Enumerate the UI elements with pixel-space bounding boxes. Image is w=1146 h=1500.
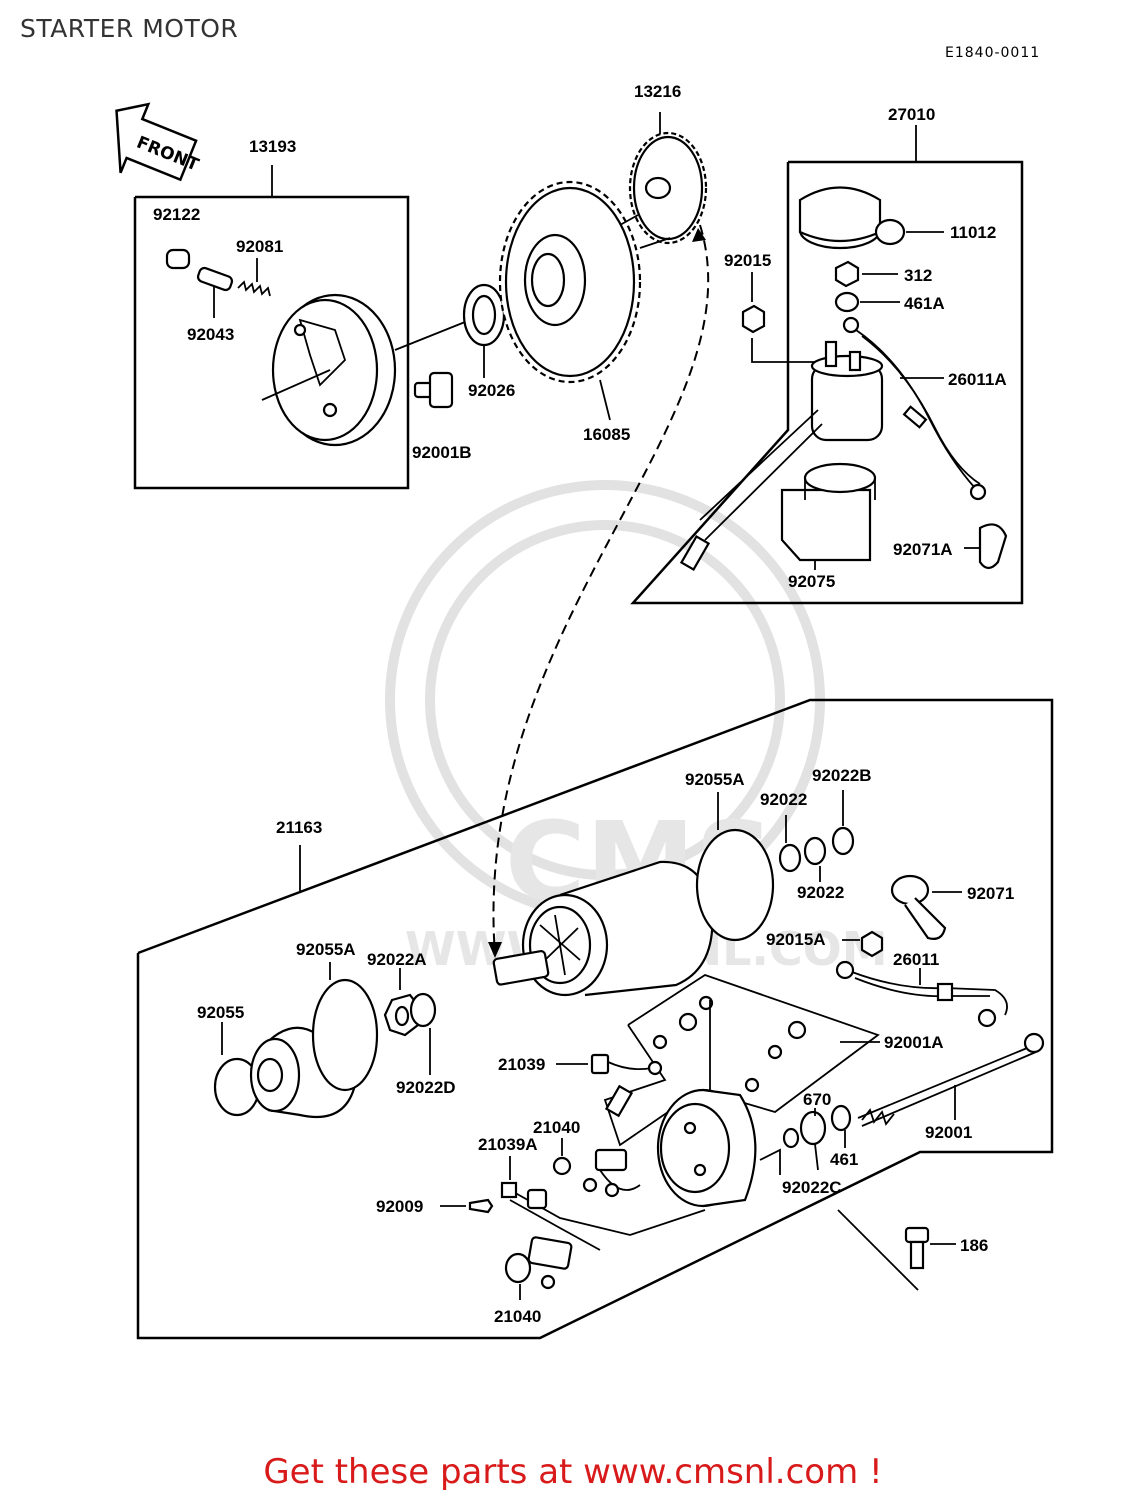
part-92009-screw (440, 1198, 494, 1214)
label-670: 670 (803, 1090, 831, 1109)
connector-arrow-top (692, 228, 706, 242)
front-arrow-icon: FRONT (115, 102, 202, 182)
connector-arc (492, 224, 710, 956)
connector-arrow-bottom (488, 942, 502, 958)
part-92022A-washer (383, 968, 437, 1075)
label-92022D: 92022D (396, 1078, 456, 1097)
part-670-461-washers (782, 1104, 852, 1171)
label-92071A: 92071A (893, 540, 953, 559)
label-92055: 92055 (197, 1003, 244, 1022)
label-16085: 16085 (583, 425, 630, 444)
part-26011-lead (835, 960, 1008, 1028)
label-21040-a: 21040 (533, 1118, 580, 1137)
label-21163: 21163 (276, 818, 322, 837)
box-27010 (630, 125, 1024, 605)
part-461A-washer (834, 291, 900, 313)
part-92055A-oring-top (695, 792, 775, 942)
box-21163 (136, 698, 1054, 1340)
part-92026-washer (462, 283, 506, 378)
label-92022C: 92022C (782, 1178, 842, 1197)
label-92043: 92043 (187, 325, 234, 344)
part-312-nut (834, 260, 898, 288)
part-rear-end-cover (656, 1000, 781, 1208)
part-92071-cap (890, 874, 962, 940)
part-92075-bracket (780, 462, 877, 570)
part-27010-solenoid (679, 340, 884, 571)
label-92015A: 92015A (766, 930, 826, 949)
part-26011A-lead (842, 316, 987, 501)
label-92055A: 92055A (296, 940, 356, 959)
label-461A: 461A (904, 294, 945, 313)
part-92071A-cap (964, 523, 1008, 570)
part-92043-pin (196, 266, 234, 318)
label-92075: 92075 (788, 572, 835, 591)
part-13193-clutch-housing (261, 293, 471, 447)
label-21039: 21039 (498, 1055, 545, 1074)
part-21039-brush-holder (556, 1053, 663, 1118)
label-92026: 92026 (468, 381, 515, 400)
part-21040-brush-lower (504, 1236, 573, 1300)
part-92055A-oring (311, 962, 379, 1092)
part-92015A-nut (842, 930, 884, 958)
label-92022B: 92022B (812, 766, 872, 785)
label-92022-a: 92022 (760, 790, 807, 809)
label-186: 186 (960, 1236, 988, 1255)
part-21039A-holder (500, 1156, 548, 1210)
part-13216-gear (619, 112, 708, 249)
label-27010: 27010 (888, 105, 935, 124)
label-461: 461 (830, 1150, 858, 1169)
label-26011: 26011 (893, 950, 939, 969)
part-92022-washers-top (778, 790, 855, 882)
label-92001: 92001 (925, 1123, 972, 1142)
label-92081: 92081 (236, 237, 283, 256)
label-92055A-top: 92055A (685, 770, 745, 789)
label-26011A: 26011A (948, 370, 1007, 389)
part-92122-pin (165, 248, 191, 270)
footer-link[interactable]: Get these parts at www.cmsnl.com ! (263, 1452, 883, 1492)
part-labels: 13193 92122 92081 92043 92026 92001B 160… (153, 82, 1014, 1326)
part-16085-gear (498, 180, 642, 421)
part-92081-spring (237, 258, 271, 297)
label-312: 312 (904, 266, 932, 285)
label-92015: 92015 (724, 251, 771, 270)
label-92071: 92071 (967, 884, 1014, 903)
box-13193 (133, 165, 410, 490)
part-11012-cap (798, 186, 944, 250)
label-92122: 92122 (153, 205, 200, 224)
part-92001-through-bolt (857, 1032, 1045, 1127)
label-92009: 92009 (376, 1197, 423, 1216)
part-92001B-bolt (413, 371, 454, 409)
part-92015-nut (741, 272, 820, 363)
label-21040-b: 21040 (494, 1307, 541, 1326)
label-21039A: 21039A (478, 1135, 538, 1154)
label-13193: 13193 (249, 137, 296, 156)
diagram-ref-code: E1840-0011 (945, 45, 1041, 61)
label-92001B: 92001B (412, 443, 472, 462)
label-13216: 13216 (634, 82, 681, 101)
label-92022-b: 92022 (797, 883, 844, 902)
label-92022A: 92022A (367, 950, 427, 969)
label-11012: 11012 (950, 223, 996, 242)
label-92001A: 92001A (884, 1033, 944, 1052)
page-title: STARTER MOTOR (20, 14, 239, 43)
part-186-bolt (837, 1209, 956, 1291)
